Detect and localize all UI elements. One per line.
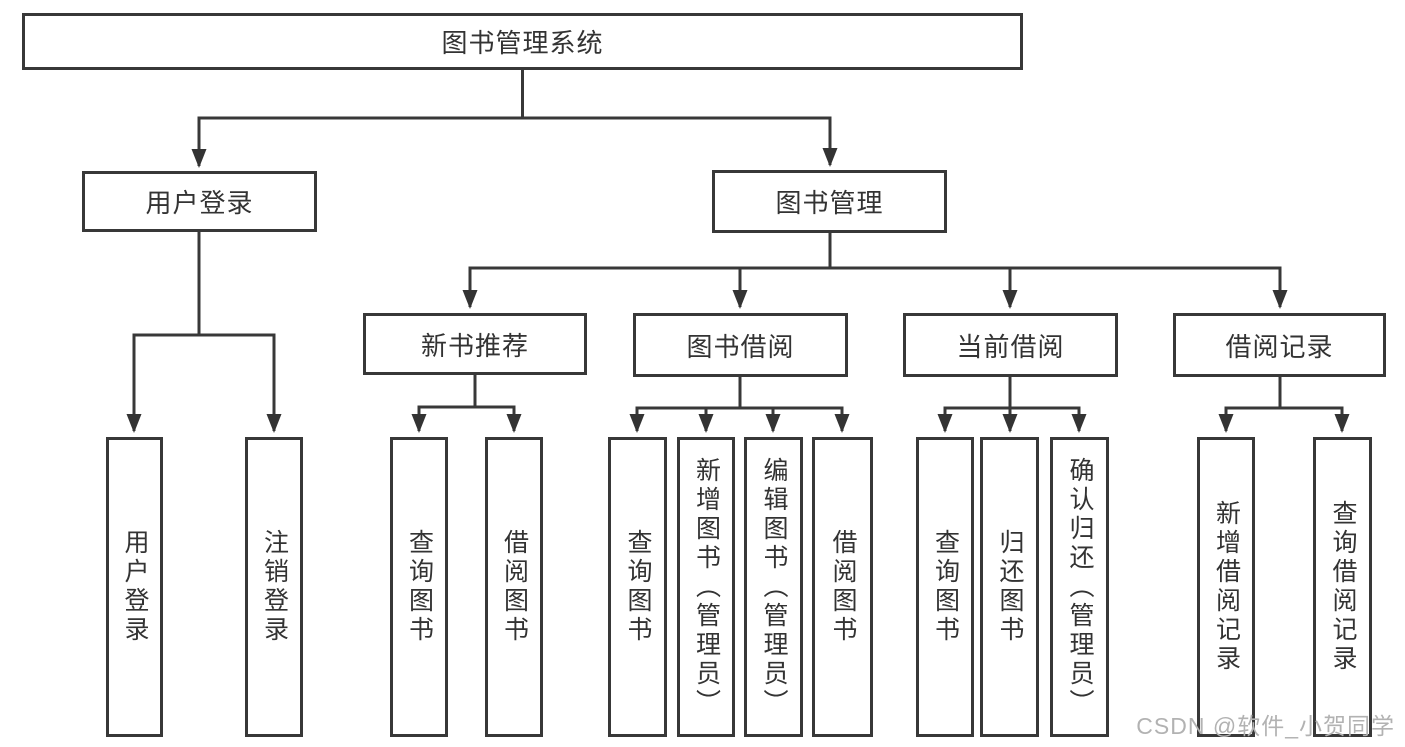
node-label: 新增图书（管理员） [692, 456, 721, 718]
node-label: 图书管理系统 [441, 28, 604, 58]
leaf-borrow-books-recommend: 借阅图书 [485, 437, 543, 737]
leaf-add-book-admin: 新增图书（管理员） [677, 437, 735, 737]
node-book-management-system: 图书管理系统 [22, 13, 1023, 70]
node-current-borrowing: 当前借阅 [903, 313, 1118, 377]
node-label: 用户登录 [145, 188, 254, 218]
node-label: 注销登录 [260, 529, 289, 645]
node-label: 图书借阅 [686, 331, 795, 362]
node-label: 查询图书 [931, 529, 960, 645]
csdn-watermark: CSDN @软件_小贺同学 [1136, 713, 1395, 739]
node-label: 借阅图书 [500, 529, 529, 645]
node-label: 查询图书 [624, 529, 652, 645]
node-label: 借阅记录 [1225, 331, 1334, 362]
leaf-user-login: 用户登录 [106, 437, 163, 737]
leaf-return-books: 归还图书 [980, 437, 1039, 737]
leaf-borrow-books: 借阅图书 [812, 437, 873, 737]
node-label: 编辑图书（管理员） [760, 456, 788, 718]
node-borrowing-records: 借阅记录 [1173, 313, 1386, 377]
leaf-query-borrow-record: 查询借阅记录 [1313, 437, 1372, 737]
node-label: 新书推荐 [420, 330, 529, 361]
node-label: 当前借阅 [956, 331, 1065, 362]
node-book-management: 图书管理 [712, 170, 947, 233]
leaf-edit-book-admin: 编辑图书（管理员） [744, 437, 803, 737]
node-new-book-recommend: 新书推荐 [363, 313, 587, 375]
leaf-logout: 注销登录 [245, 437, 303, 737]
node-label: 归还图书 [996, 529, 1024, 645]
node-label: 用户登录 [121, 529, 149, 645]
node-user-login: 用户登录 [82, 171, 317, 232]
leaf-query-books-recommend: 查询图书 [390, 437, 448, 737]
node-label: 确认归还（管理员） [1066, 456, 1094, 718]
node-label: 查询图书 [405, 529, 434, 645]
leaf-query-books-borrowing: 查询图书 [608, 437, 667, 737]
leaf-confirm-return-admin: 确认归还（管理员） [1050, 437, 1109, 737]
node-book-borrowing: 图书借阅 [633, 313, 848, 377]
leaf-query-books-current: 查询图书 [916, 437, 974, 737]
node-label: 查询借阅记录 [1329, 500, 1357, 674]
node-label: 图书管理 [775, 188, 884, 218]
node-label: 借阅图书 [829, 529, 857, 645]
node-label: 新增借阅记录 [1212, 500, 1241, 674]
leaf-add-borrow-record: 新增借阅记录 [1197, 437, 1255, 737]
